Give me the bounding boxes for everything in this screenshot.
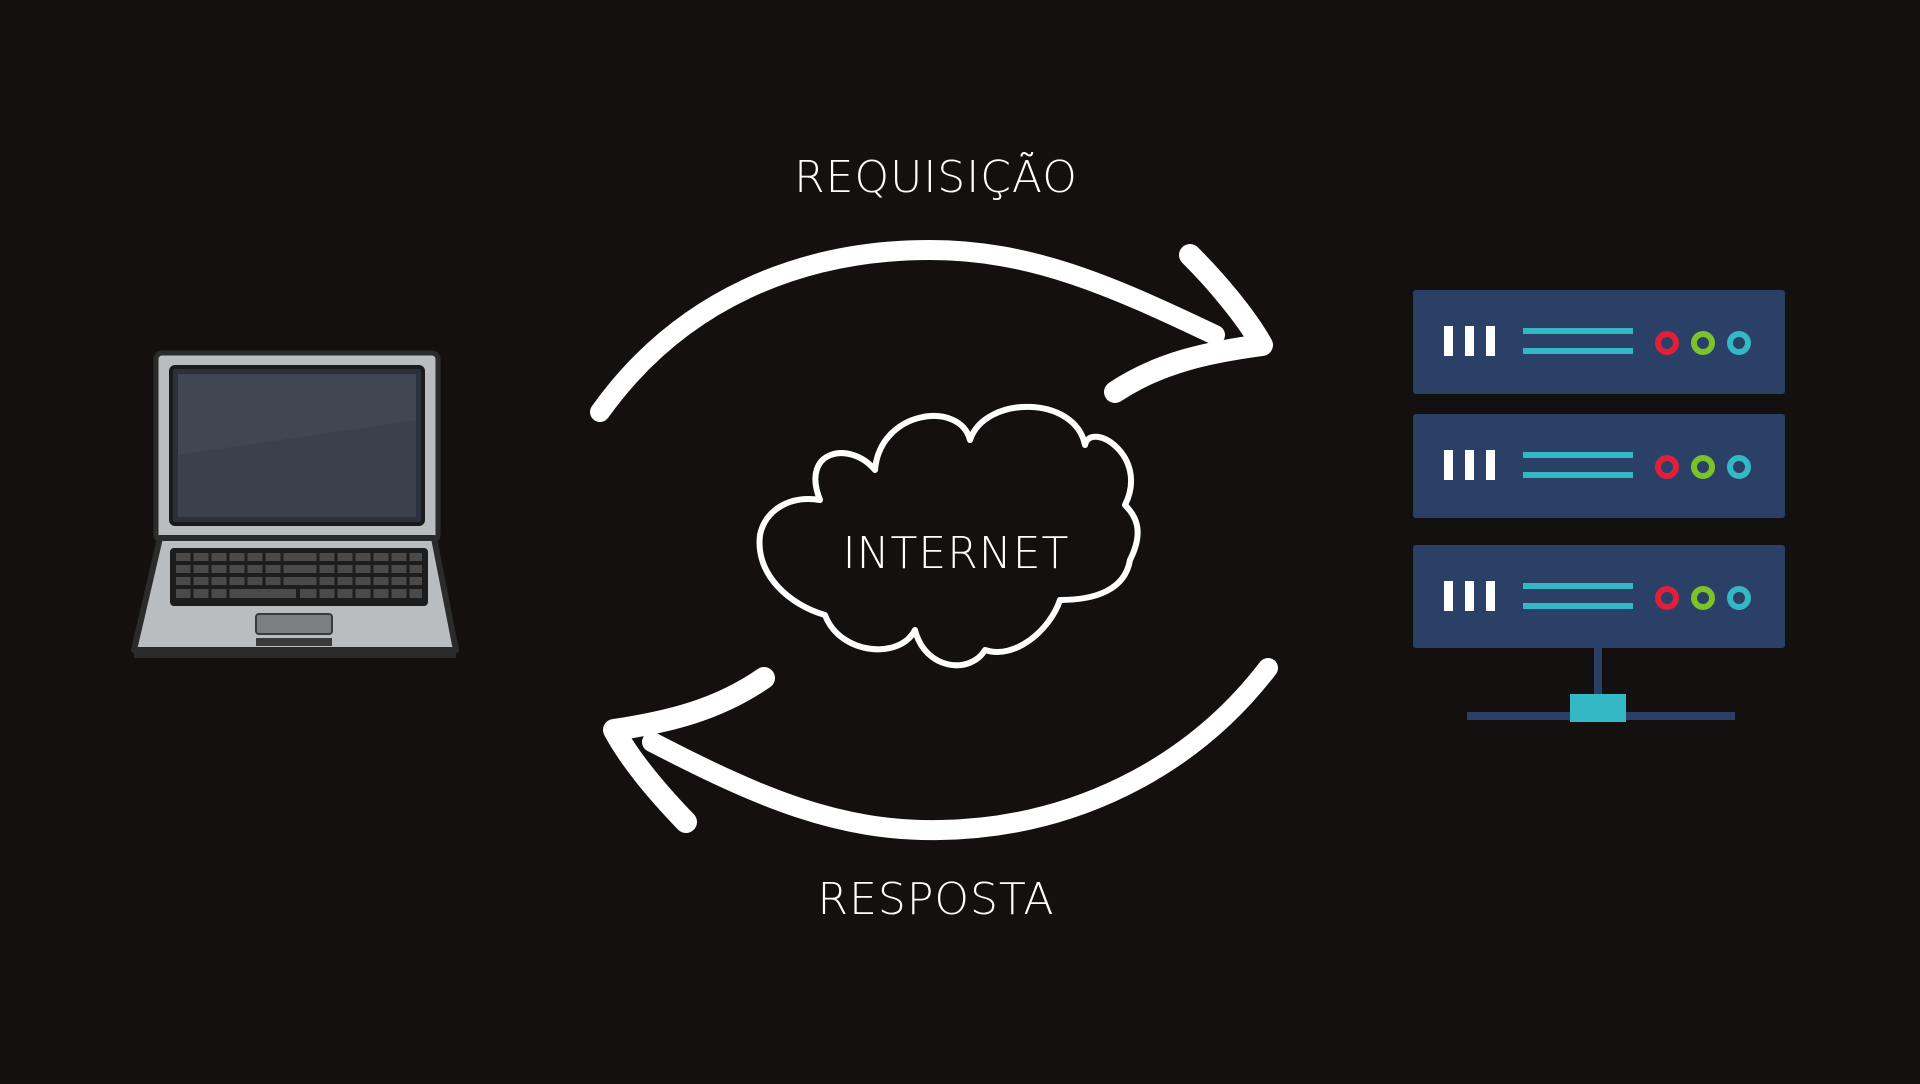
server-unit-1 bbox=[1413, 290, 1785, 394]
cloud-icon bbox=[756, 403, 1141, 669]
internet-label: INTERNET bbox=[842, 528, 1070, 579]
response-label: RESPOSTA bbox=[817, 874, 1055, 925]
server-unit-3 bbox=[1413, 545, 1785, 648]
server-rack-icon bbox=[1413, 290, 1785, 722]
laptop-icon bbox=[131, 350, 459, 658]
response-arrow bbox=[603, 658, 1278, 841]
request-label: REQUISIÇÃO bbox=[794, 152, 1078, 203]
server-network-stand bbox=[1467, 648, 1735, 722]
keyboard-keys bbox=[176, 553, 422, 598]
request-arrow bbox=[590, 240, 1273, 422]
server-unit-2 bbox=[1413, 414, 1785, 518]
